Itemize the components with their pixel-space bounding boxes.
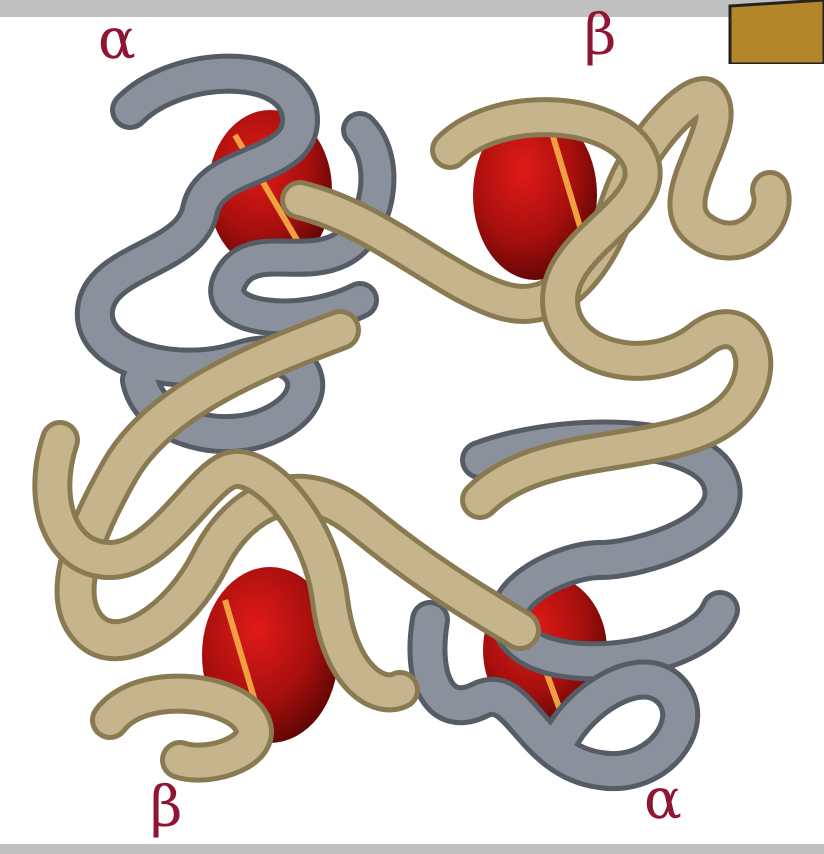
chain-label-alpha-bottom-right: α [644, 772, 682, 828]
chain-label-beta-bottom-left: β [150, 780, 182, 836]
chain-label-alpha-top-left: α [98, 12, 136, 68]
chain-label-beta-top-right: β [584, 8, 616, 64]
